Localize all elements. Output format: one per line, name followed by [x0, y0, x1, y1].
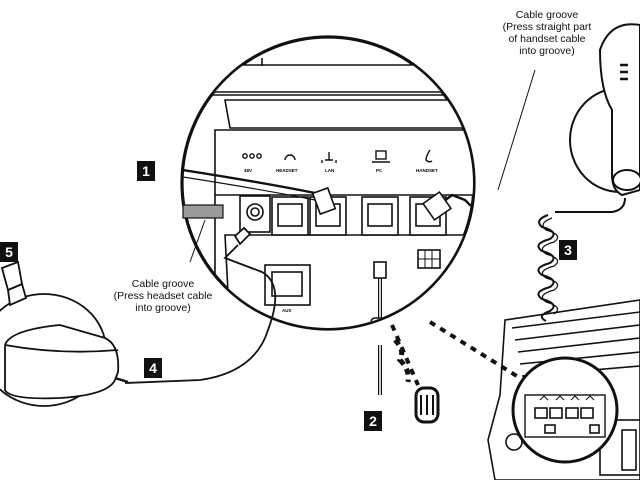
phone-base [487, 299, 640, 481]
port-label-power: 48V [244, 168, 252, 173]
step-badge-2: 2 [364, 411, 382, 431]
callout-leaders [189, 69, 536, 263]
callout-cable-groove-headset: Cable groove (Press headset cable into g… [113, 278, 213, 314]
dashed-pointer-lines [390, 320, 522, 386]
magnified-view: 48V HEADSET LAN PC HANDSET AUX [180, 35, 476, 331]
power-adapter [0, 260, 129, 407]
port-label-headset: HEADSET [276, 168, 298, 173]
port-label-lan: LAN [325, 168, 334, 173]
step-badge-3: 3 [559, 240, 577, 260]
port-icons [242, 149, 433, 163]
port-label-handset: HANDSET [416, 168, 438, 173]
callout-cable-groove-handset: Cable groove (Press straight part of han… [502, 9, 592, 57]
handset [569, 23, 640, 197]
step-badge-1: 1 [137, 161, 155, 181]
coiled-cord [537, 197, 626, 322]
step-badge-4: 4 [144, 358, 162, 378]
headset-cable [124, 226, 277, 384]
lan-cable [378, 338, 440, 424]
step-badge-5: 5 [0, 242, 18, 262]
port-label-pc: PC [376, 168, 383, 173]
port-label-aux: AUX [282, 308, 292, 313]
